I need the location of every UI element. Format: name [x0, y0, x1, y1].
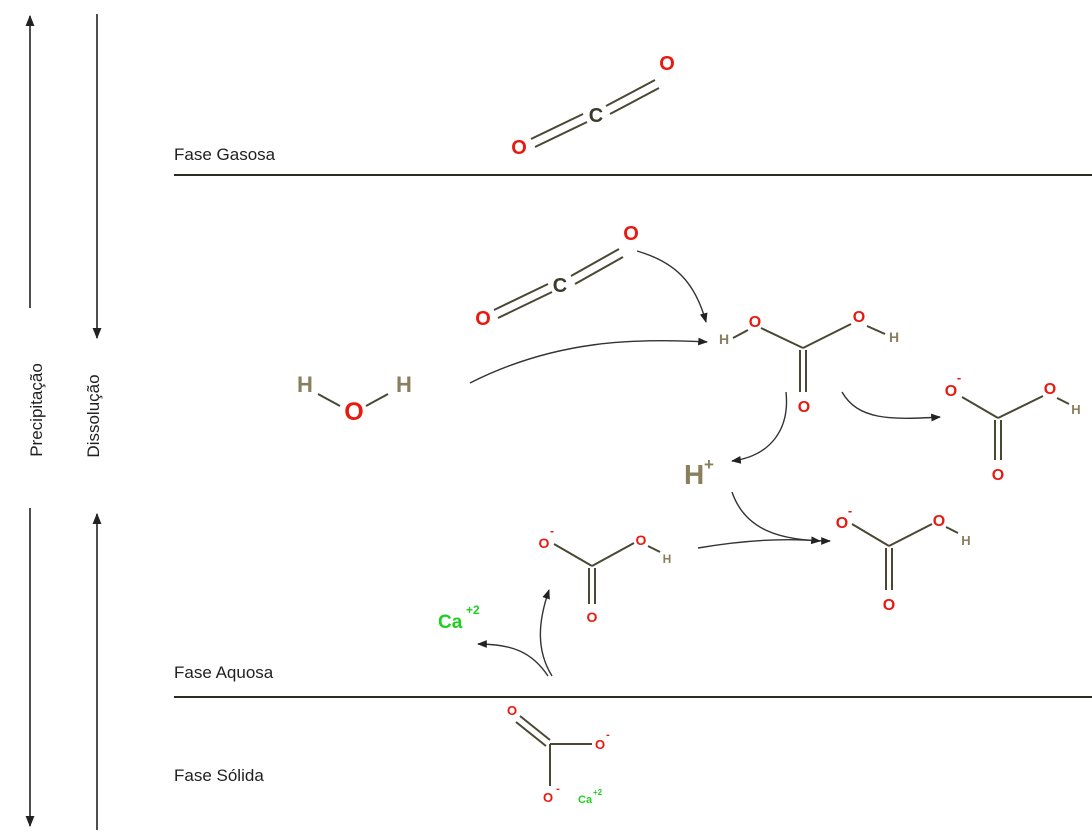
water-molecule: H O H	[297, 372, 412, 426]
hco3-left-o-h: O	[636, 532, 647, 548]
arrow-caco3-to-hco3	[539, 589, 553, 677]
hco3-center-o-minus: O	[836, 515, 848, 532]
dissolution-axis: Dissolução	[84, 14, 103, 830]
h2co3-o-bottom: O	[798, 399, 810, 416]
h2co3-o-right: O	[853, 309, 865, 326]
hco3-right-o-h: O	[1044, 381, 1056, 398]
h-plus-symbol: H	[684, 459, 704, 490]
hco3-left-charge: -	[550, 524, 554, 538]
arrow-hco3-left-to-center	[697, 536, 821, 549]
solid-phase-label: Fase Sólida	[174, 766, 264, 785]
co2-aqueous-molecule: O C O	[475, 223, 639, 330]
arrow-co2-to-h2co3	[636, 250, 708, 323]
co2-aq-o-right: O	[623, 223, 639, 245]
aqueous-phase-label: Fase Aquosa	[174, 663, 274, 682]
hco3-center-charge: -	[848, 503, 852, 518]
hco3-center-h: H	[961, 533, 970, 548]
hco3-left-o-minus: O	[539, 535, 550, 551]
caco3-ca-charge: +2	[593, 788, 603, 797]
arrow-h2co3-to-hplus	[731, 391, 788, 464]
calcium-carbonate-solid: O O - O - Ca +2	[507, 703, 610, 806]
hco3-right-o-minus: O	[945, 383, 957, 400]
ca-aq-symbol: Ca	[438, 612, 463, 633]
water-o: O	[344, 398, 363, 426]
hco3-right-charge: -	[957, 370, 961, 385]
precipitation-axis: Precipitação	[25, 14, 46, 828]
calcium-ion-aqueous: Ca +2	[438, 603, 480, 633]
co2-gas-o-left: O	[511, 137, 527, 159]
h-plus-charge: +	[704, 455, 714, 474]
hco3-left-o-bottom: O	[587, 609, 598, 625]
caco3-ca-symbol: Ca	[578, 794, 593, 806]
caco3-o-right-charge: -	[606, 729, 610, 741]
co2-gas-o-right: O	[659, 53, 675, 75]
caco3-o-top: O	[507, 703, 517, 718]
arrow-h2co3-to-hco3	[841, 391, 941, 422]
hco3-center-o-h: O	[933, 513, 945, 530]
caco3-o-bottom: O	[543, 790, 553, 805]
reaction-arrows	[469, 250, 941, 677]
h2co3-h-left: H	[719, 331, 729, 347]
co2-gas-molecule: O C O	[511, 53, 675, 159]
dissolution-label: Dissolução	[84, 374, 103, 457]
hco3-left-h: H	[663, 552, 672, 566]
co2-aq-c: C	[553, 275, 567, 297]
arrow-hplus-to-hco3	[731, 491, 831, 545]
precipitation-label: Precipitação	[27, 363, 46, 457]
gas-phase-label: Fase Gasosa	[174, 145, 276, 164]
bicarbonate-molecule-right: O - O H O	[945, 370, 1081, 484]
h2co3-o-left: O	[749, 314, 761, 331]
hco3-right-h: H	[1071, 402, 1080, 417]
bicarbonate-molecule-left: O - O H O	[539, 524, 672, 625]
co2-gas-c: C	[589, 105, 603, 127]
bicarbonate-molecule-center: O - O H O	[836, 503, 971, 614]
carbonic-acid-molecule: H O O H O	[719, 309, 899, 416]
water-h-right: H	[396, 372, 412, 397]
caco3-o-bottom-charge: -	[556, 783, 560, 795]
hydrogen-ion: H +	[684, 455, 714, 490]
ca-aq-charge: +2	[466, 603, 480, 617]
co2-aq-o-left: O	[475, 308, 491, 330]
arrow-water-to-h2co3	[469, 337, 708, 384]
water-h-left: H	[297, 372, 313, 397]
h2co3-h-right: H	[889, 329, 899, 345]
hco3-right-o-bottom: O	[992, 467, 1004, 484]
hco3-center-o-bottom: O	[883, 597, 895, 614]
caco3-o-right: O	[595, 737, 605, 752]
arrow-caco3-to-ca	[477, 640, 549, 677]
